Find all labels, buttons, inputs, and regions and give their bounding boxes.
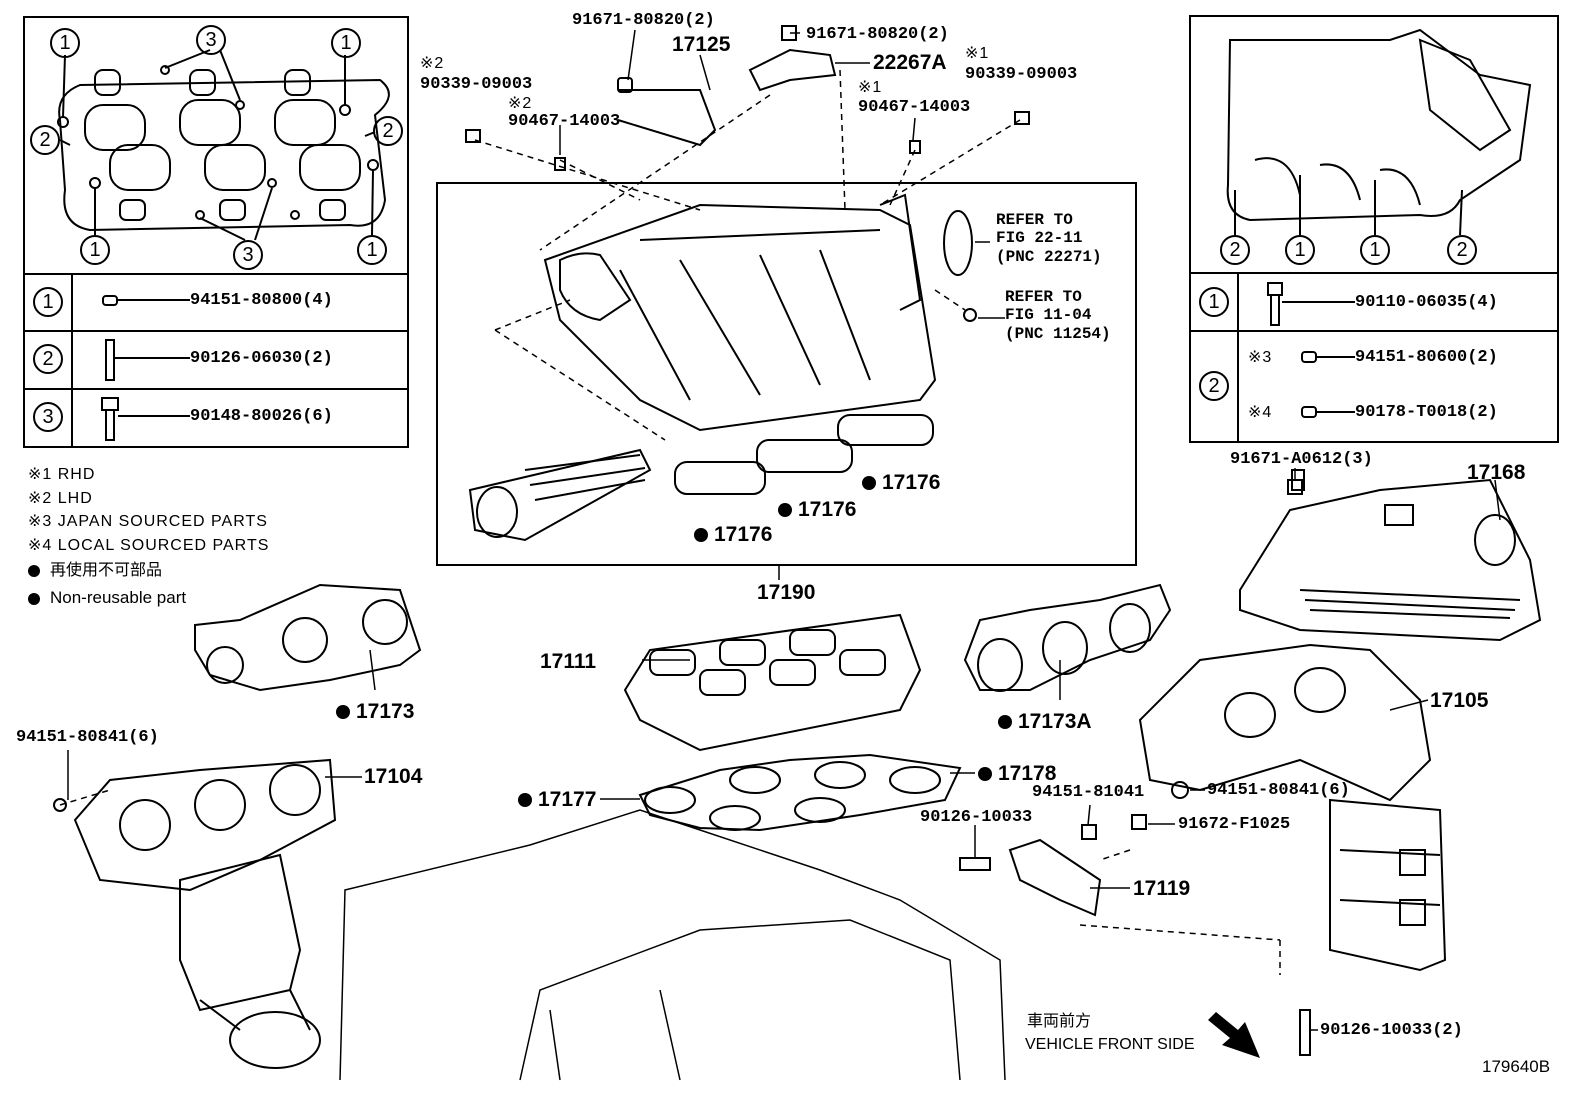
front-direction-en: VEHICLE FRONT SIDE xyxy=(1025,1036,1195,1053)
intake-manifold-upper xyxy=(543,193,977,432)
marker-1-bottom-left: 1 xyxy=(80,235,110,265)
callout-90467-lhd-mark: ※2 xyxy=(508,95,533,112)
legend-local-sourced: ※4 LOCAL SOURCED PARTS xyxy=(28,537,270,554)
callout-17104: 17104 xyxy=(364,765,423,788)
right-table-sub1-mark: ※3 xyxy=(1248,349,1273,366)
table-row1-number: 1 xyxy=(33,287,63,317)
legend-non-reusable-en: Non-reusable part xyxy=(28,589,186,606)
left-inset-frame xyxy=(23,16,409,448)
callout-90339-09003-rhd: 90339-09003 xyxy=(965,65,1078,84)
callout-90339-rhd-mark: ※1 xyxy=(965,45,990,62)
right-table-row1-part: 90110-06035(4) xyxy=(1355,293,1498,312)
marker-2-left: 2 xyxy=(30,125,60,155)
callout-90467-14003-rhd: 90467-14003 xyxy=(858,98,971,117)
callout-90126-10033: 90126-10033 xyxy=(920,808,1033,827)
right-marker-2-right: 2 xyxy=(1447,235,1477,265)
right-marker-2-left: 2 xyxy=(1220,235,1250,265)
exhaust-manifold-17104 xyxy=(53,758,337,1069)
table-fastener-icons xyxy=(101,282,1355,441)
right-table-sub2-part: 90178-T0018(2) xyxy=(1355,403,1498,422)
callout-17168: 17168 xyxy=(1467,461,1526,484)
callout-17190: 17190 xyxy=(757,581,816,604)
marker-3-top: 3 xyxy=(196,25,226,55)
callout-17176-right: 17176 xyxy=(862,472,940,493)
right-table-row2-number: 2 xyxy=(1199,371,1229,401)
callout-17176-middle: 17176 xyxy=(778,499,856,520)
gasket-17173A xyxy=(963,583,1172,691)
callout-90467-rhd-mark: ※1 xyxy=(858,79,883,96)
callout-90339-09003-lhd: 90339-09003 xyxy=(420,75,533,94)
callout-17173: 17173 xyxy=(336,701,414,722)
intake-manifold-bottom-view xyxy=(57,49,390,241)
callout-17125: 17125 xyxy=(672,33,731,56)
table-row3-number: 3 xyxy=(33,402,63,432)
marker-1-top-left: 1 xyxy=(50,28,80,58)
callout-90339-lhd-mark: ※2 xyxy=(420,55,445,72)
refer-sensor: REFER TO FIG 11-04 (PNC 11254) xyxy=(1005,288,1111,343)
engine-block-outline xyxy=(339,809,1006,1081)
callout-91671-A0612: 91671-A0612(3) xyxy=(1230,450,1373,469)
right-marker-1-b: 1 xyxy=(1360,235,1390,265)
callout-leaders xyxy=(67,29,1501,1031)
callout-17105: 17105 xyxy=(1430,689,1489,712)
legend-lhd: ※2 LHD xyxy=(28,490,93,507)
gaskets-17176 xyxy=(674,414,934,495)
exhaust-manifold-17105 xyxy=(1138,643,1447,972)
callout-90467-14003-lhd: 90467-14003 xyxy=(508,112,621,131)
front-direction-jp: 車両前方 xyxy=(1027,1013,1092,1030)
heat-insulator-17168 xyxy=(1239,469,1542,642)
callout-94151-80841-left: 94151-80841(6) xyxy=(16,728,159,747)
marker-2-right: 2 xyxy=(373,116,403,146)
intake-manifold-lower xyxy=(623,613,922,752)
legend-rhd: ※1 RHD xyxy=(28,466,96,483)
callout-17176-left: 17176 xyxy=(694,524,772,545)
manifold-lower-ports xyxy=(649,629,886,696)
legend-non-reusable-jp: 再使用不可部品 xyxy=(28,563,162,579)
callout-17178: 17178 xyxy=(978,763,1056,784)
table-row2-number: 2 xyxy=(33,344,63,374)
callout-17173A: 17173A xyxy=(998,711,1092,732)
manifold-stay-17119 xyxy=(1008,838,1102,917)
marker-3-bottom: 3 xyxy=(233,240,263,270)
callout-17177: 17177 xyxy=(518,789,596,810)
callout-90126-10033-2: 90126-10033(2) xyxy=(1320,1021,1463,1040)
dashed-leaders xyxy=(59,69,1281,975)
right-table-row1-number: 1 xyxy=(1199,287,1229,317)
table-row3-part: 90148-80026(6) xyxy=(190,407,333,426)
right-marker-1-a: 1 xyxy=(1285,235,1315,265)
refer-throttle-body: REFER TO FIG 22-11 (PNC 22271) xyxy=(996,211,1102,266)
intake-control-valve xyxy=(468,448,652,542)
table-row2-part: 90126-06030(2) xyxy=(190,349,333,368)
right-inset-frame xyxy=(1189,15,1559,443)
callout-17119: 17119 xyxy=(1133,877,1191,900)
legend-japan-sourced: ※3 JAPAN SOURCED PARTS xyxy=(28,513,268,530)
right-table-sub2-mark: ※4 xyxy=(1248,404,1273,421)
intake-assembly-frame xyxy=(436,182,1137,566)
callout-22267A: 22267A xyxy=(873,51,947,74)
callout-94151-80841-right: 94151-80841(6) xyxy=(1207,781,1350,800)
callout-94151-81041: 94151-81041 xyxy=(1032,783,1145,802)
vehicle-front-arrow xyxy=(1208,1012,1260,1058)
gasket-17173 xyxy=(194,583,422,692)
callout-91671-80820-right: 91671-80820(2) xyxy=(806,25,949,44)
manifold-side-view xyxy=(1226,28,1532,236)
callout-91671-80820-left: 91671-80820(2) xyxy=(572,11,715,30)
marker-1-top-right: 1 xyxy=(331,28,361,58)
marker-1-bottom-right: 1 xyxy=(357,235,387,265)
right-table-sub1-part: 94151-80600(2) xyxy=(1355,348,1498,367)
table-row1-part: 94151-80800(4) xyxy=(190,291,333,310)
callout-17111: 17111 xyxy=(540,650,597,673)
callout-91672-F1025: 91672-F1025 xyxy=(1178,815,1291,834)
figure-number: 179640B xyxy=(1482,1057,1551,1076)
